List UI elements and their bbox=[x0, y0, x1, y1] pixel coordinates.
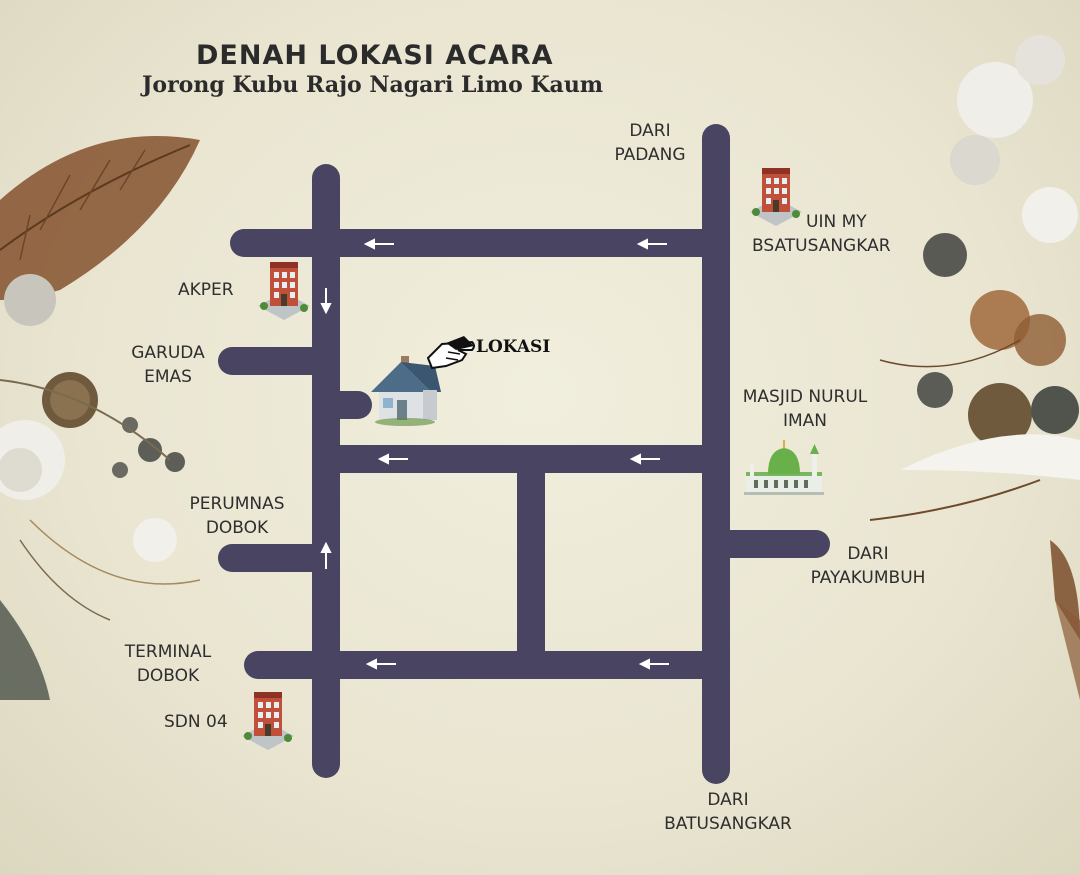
arrow-down-icon bbox=[320, 288, 332, 315]
flower-decoration bbox=[0, 274, 201, 700]
label-masjid: MASJID NURUL IMAN bbox=[742, 387, 868, 431]
label-akper: AKPER bbox=[178, 280, 234, 300]
mosque-icon bbox=[744, 440, 824, 495]
pointing-hand-icon bbox=[426, 336, 475, 370]
arrow-up-icon bbox=[320, 541, 332, 569]
building-icon bbox=[258, 262, 310, 320]
label-garuda-emas: GARUDA EMAS bbox=[131, 343, 205, 387]
flower-decoration bbox=[869, 35, 1080, 700]
page-title: DENAH LOKASI ACARA bbox=[196, 40, 554, 71]
label-uin: UIN MY BSATUSANGKAR bbox=[752, 212, 891, 256]
location-marker-label: LOKASI bbox=[476, 337, 551, 357]
label-perumnas: PERUMNAS DOBOK bbox=[189, 494, 285, 538]
house-icon bbox=[371, 356, 441, 426]
label-dari-padang: DARI PADANG bbox=[614, 121, 686, 165]
label-dari-batusangkar: DARI BATUSANGKAR bbox=[664, 790, 792, 834]
arrow-left-icon bbox=[629, 453, 660, 465]
page-subtitle: Jorong Kubu Rajo Nagari Limo Kaum bbox=[142, 72, 604, 98]
label-sdn: SDN 04 bbox=[164, 712, 228, 732]
label-terminal: TERMINAL DOBOK bbox=[124, 642, 212, 686]
building-icon bbox=[242, 692, 294, 750]
arrow-left-icon bbox=[377, 453, 408, 465]
arrow-left-icon bbox=[636, 238, 667, 250]
arrow-left-icon bbox=[365, 658, 396, 670]
label-dari-payakumbuh: DARI PAYAKUMBUH bbox=[810, 544, 926, 588]
arrow-left-icon bbox=[363, 238, 394, 250]
leaf-decoration bbox=[0, 136, 200, 300]
arrow-left-icon bbox=[638, 658, 669, 670]
